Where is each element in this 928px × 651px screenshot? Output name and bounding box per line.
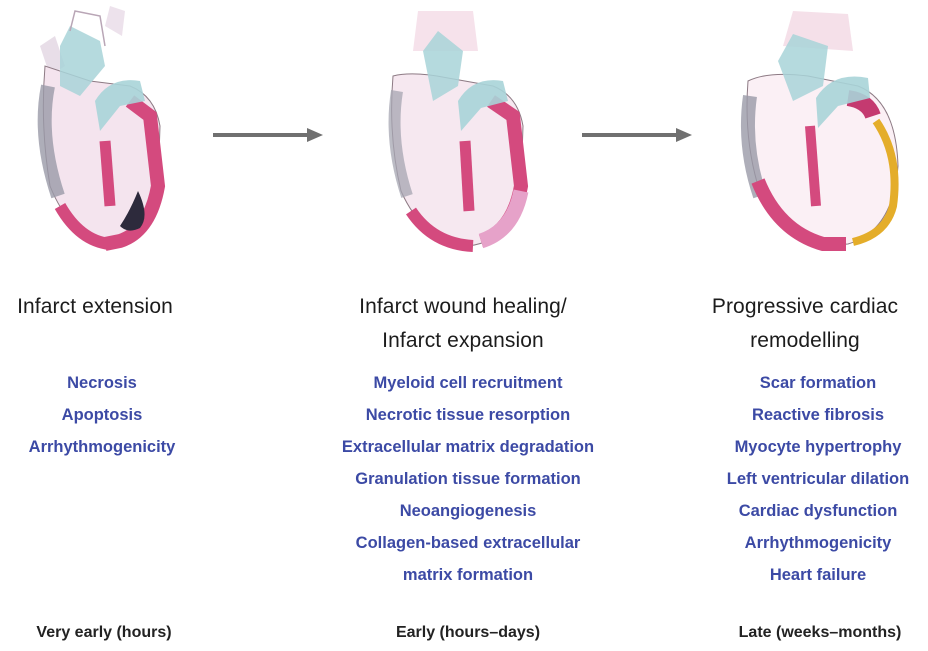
- list-item: Myocyte hypertrophy: [658, 431, 928, 463]
- list-item: Neoangiogenesis: [308, 495, 628, 527]
- stage-title-line: remodelling: [655, 324, 928, 358]
- list-item: Necrotic tissue resorption: [308, 399, 628, 431]
- stage-timing: Late (weeks–months): [680, 624, 928, 642]
- list-item: Extracellular matrix degradation: [308, 431, 628, 463]
- stage-item-list: Necrosis Apoptosis Arrhythmogenicity: [0, 367, 262, 463]
- list-item: Scar formation: [658, 367, 928, 399]
- stage-timing: Early (hours–days): [328, 624, 608, 642]
- stage-title-line: Infarct expansion: [313, 324, 613, 358]
- stage-item-list: Myeloid cell recruitment Necrotic tissue…: [308, 367, 628, 591]
- stage-title-line: Infarct extension: [0, 290, 245, 324]
- list-item: Granulation tissue formation: [308, 463, 628, 495]
- heart-remodelled-icon: [728, 6, 918, 256]
- list-item: Cardiac dysfunction: [658, 495, 928, 527]
- list-item: Arrhythmogenicity: [0, 431, 262, 463]
- list-item: Left ventricular dilation: [658, 463, 928, 495]
- list-item: Necrosis: [0, 367, 262, 399]
- stage-title: Infarct wound healing/ Infarct expansion: [313, 290, 613, 358]
- stage-timing: Very early (hours): [0, 624, 244, 642]
- heart-healing-icon: [363, 6, 553, 256]
- arrow-right-icon: [213, 128, 323, 142]
- list-item: Myeloid cell recruitment: [308, 367, 628, 399]
- list-item: Collagen-based extracellular: [308, 527, 628, 559]
- list-item: matrix formation: [308, 559, 628, 591]
- stage-title-line: Infarct wound healing/: [313, 290, 613, 324]
- stage-item-list: Scar formation Reactive fibrosis Myocyte…: [658, 367, 928, 591]
- stage-title: Infarct extension: [0, 290, 245, 324]
- stage-title: Progressive cardiac remodelling: [655, 290, 928, 358]
- heart-early-infarct-icon: [10, 6, 200, 256]
- stage-title-line: Progressive cardiac: [655, 290, 928, 324]
- list-item: Reactive fibrosis: [658, 399, 928, 431]
- arrow-right-icon: [582, 128, 692, 142]
- list-item: Arrhythmogenicity: [658, 527, 928, 559]
- list-item: Apoptosis: [0, 399, 262, 431]
- list-item: Heart failure: [658, 559, 928, 591]
